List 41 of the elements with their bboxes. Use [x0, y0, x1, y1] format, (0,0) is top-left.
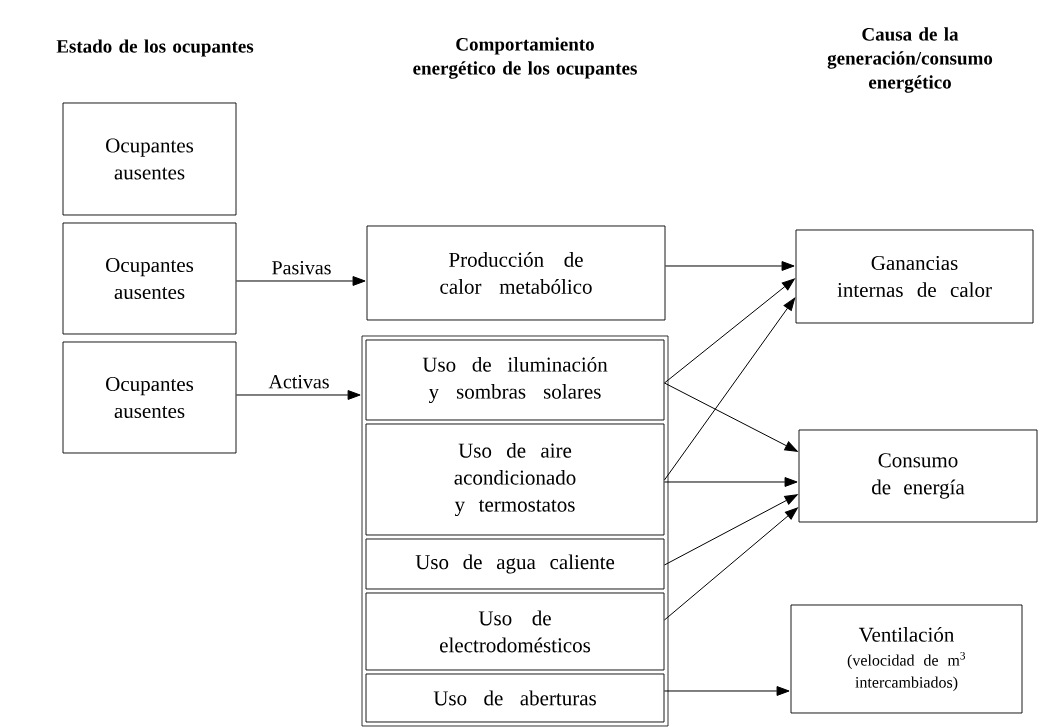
process-box: [62, 102, 237, 216]
box-text: Producción de calor metabólico: [440, 252, 592, 294]
process-box: [366, 225, 666, 321]
column-heading: Estado de los ocupantes: [56, 39, 254, 57]
box-text: Ventilación: [858, 627, 955, 642]
process-box: [790, 604, 1023, 714]
box-text: Uso de electrodomésticos: [440, 610, 591, 653]
arrow: [663, 494, 798, 566]
box-text: Ganancias internas de calor: [837, 255, 992, 298]
arrow: [235, 390, 361, 400]
process-box: [795, 229, 1034, 324]
box-text: Ocupantes ausentes: [106, 138, 194, 180]
box-text: Ocupantes ausentes: [106, 257, 194, 300]
arrow: [663, 278, 795, 384]
arrow: [663, 297, 796, 481]
box-text: Consumo de energía: [872, 453, 965, 499]
column-heading: Comportamiento energético de los ocupantes: [413, 37, 637, 79]
box-text: Uso de iluminación y sombras solares: [422, 356, 608, 404]
box-text: Uso de aberturas: [433, 690, 596, 706]
container-box: [361, 335, 669, 727]
process-box: [798, 429, 1038, 523]
arrow: [663, 686, 790, 696]
arrow: [663, 477, 798, 487]
column-heading: Causa de la generación/consumo energético: [827, 27, 993, 93]
box-text: Uso de agua caliente: [415, 554, 615, 574]
process-box: [365, 538, 665, 590]
edge-label: Pasivas: [272, 261, 331, 275]
arrow: [663, 382, 798, 452]
box-text: Uso de aire acondicionado y termostatos: [454, 442, 576, 517]
arrow: [235, 276, 366, 286]
process-box: [365, 673, 665, 723]
process-box: [365, 339, 665, 421]
arrow: [663, 507, 798, 621]
edge-label: Activas: [268, 375, 329, 389]
box-text: Ocupantes ausentes: [106, 376, 194, 419]
box-text: (velocidad de m$^{3}$ intercambiados): [847, 651, 966, 691]
process-box: [365, 423, 665, 536]
process-box: [62, 341, 237, 454]
process-box: [62, 222, 237, 335]
arrow: [664, 261, 795, 271]
process-box: [365, 592, 665, 671]
